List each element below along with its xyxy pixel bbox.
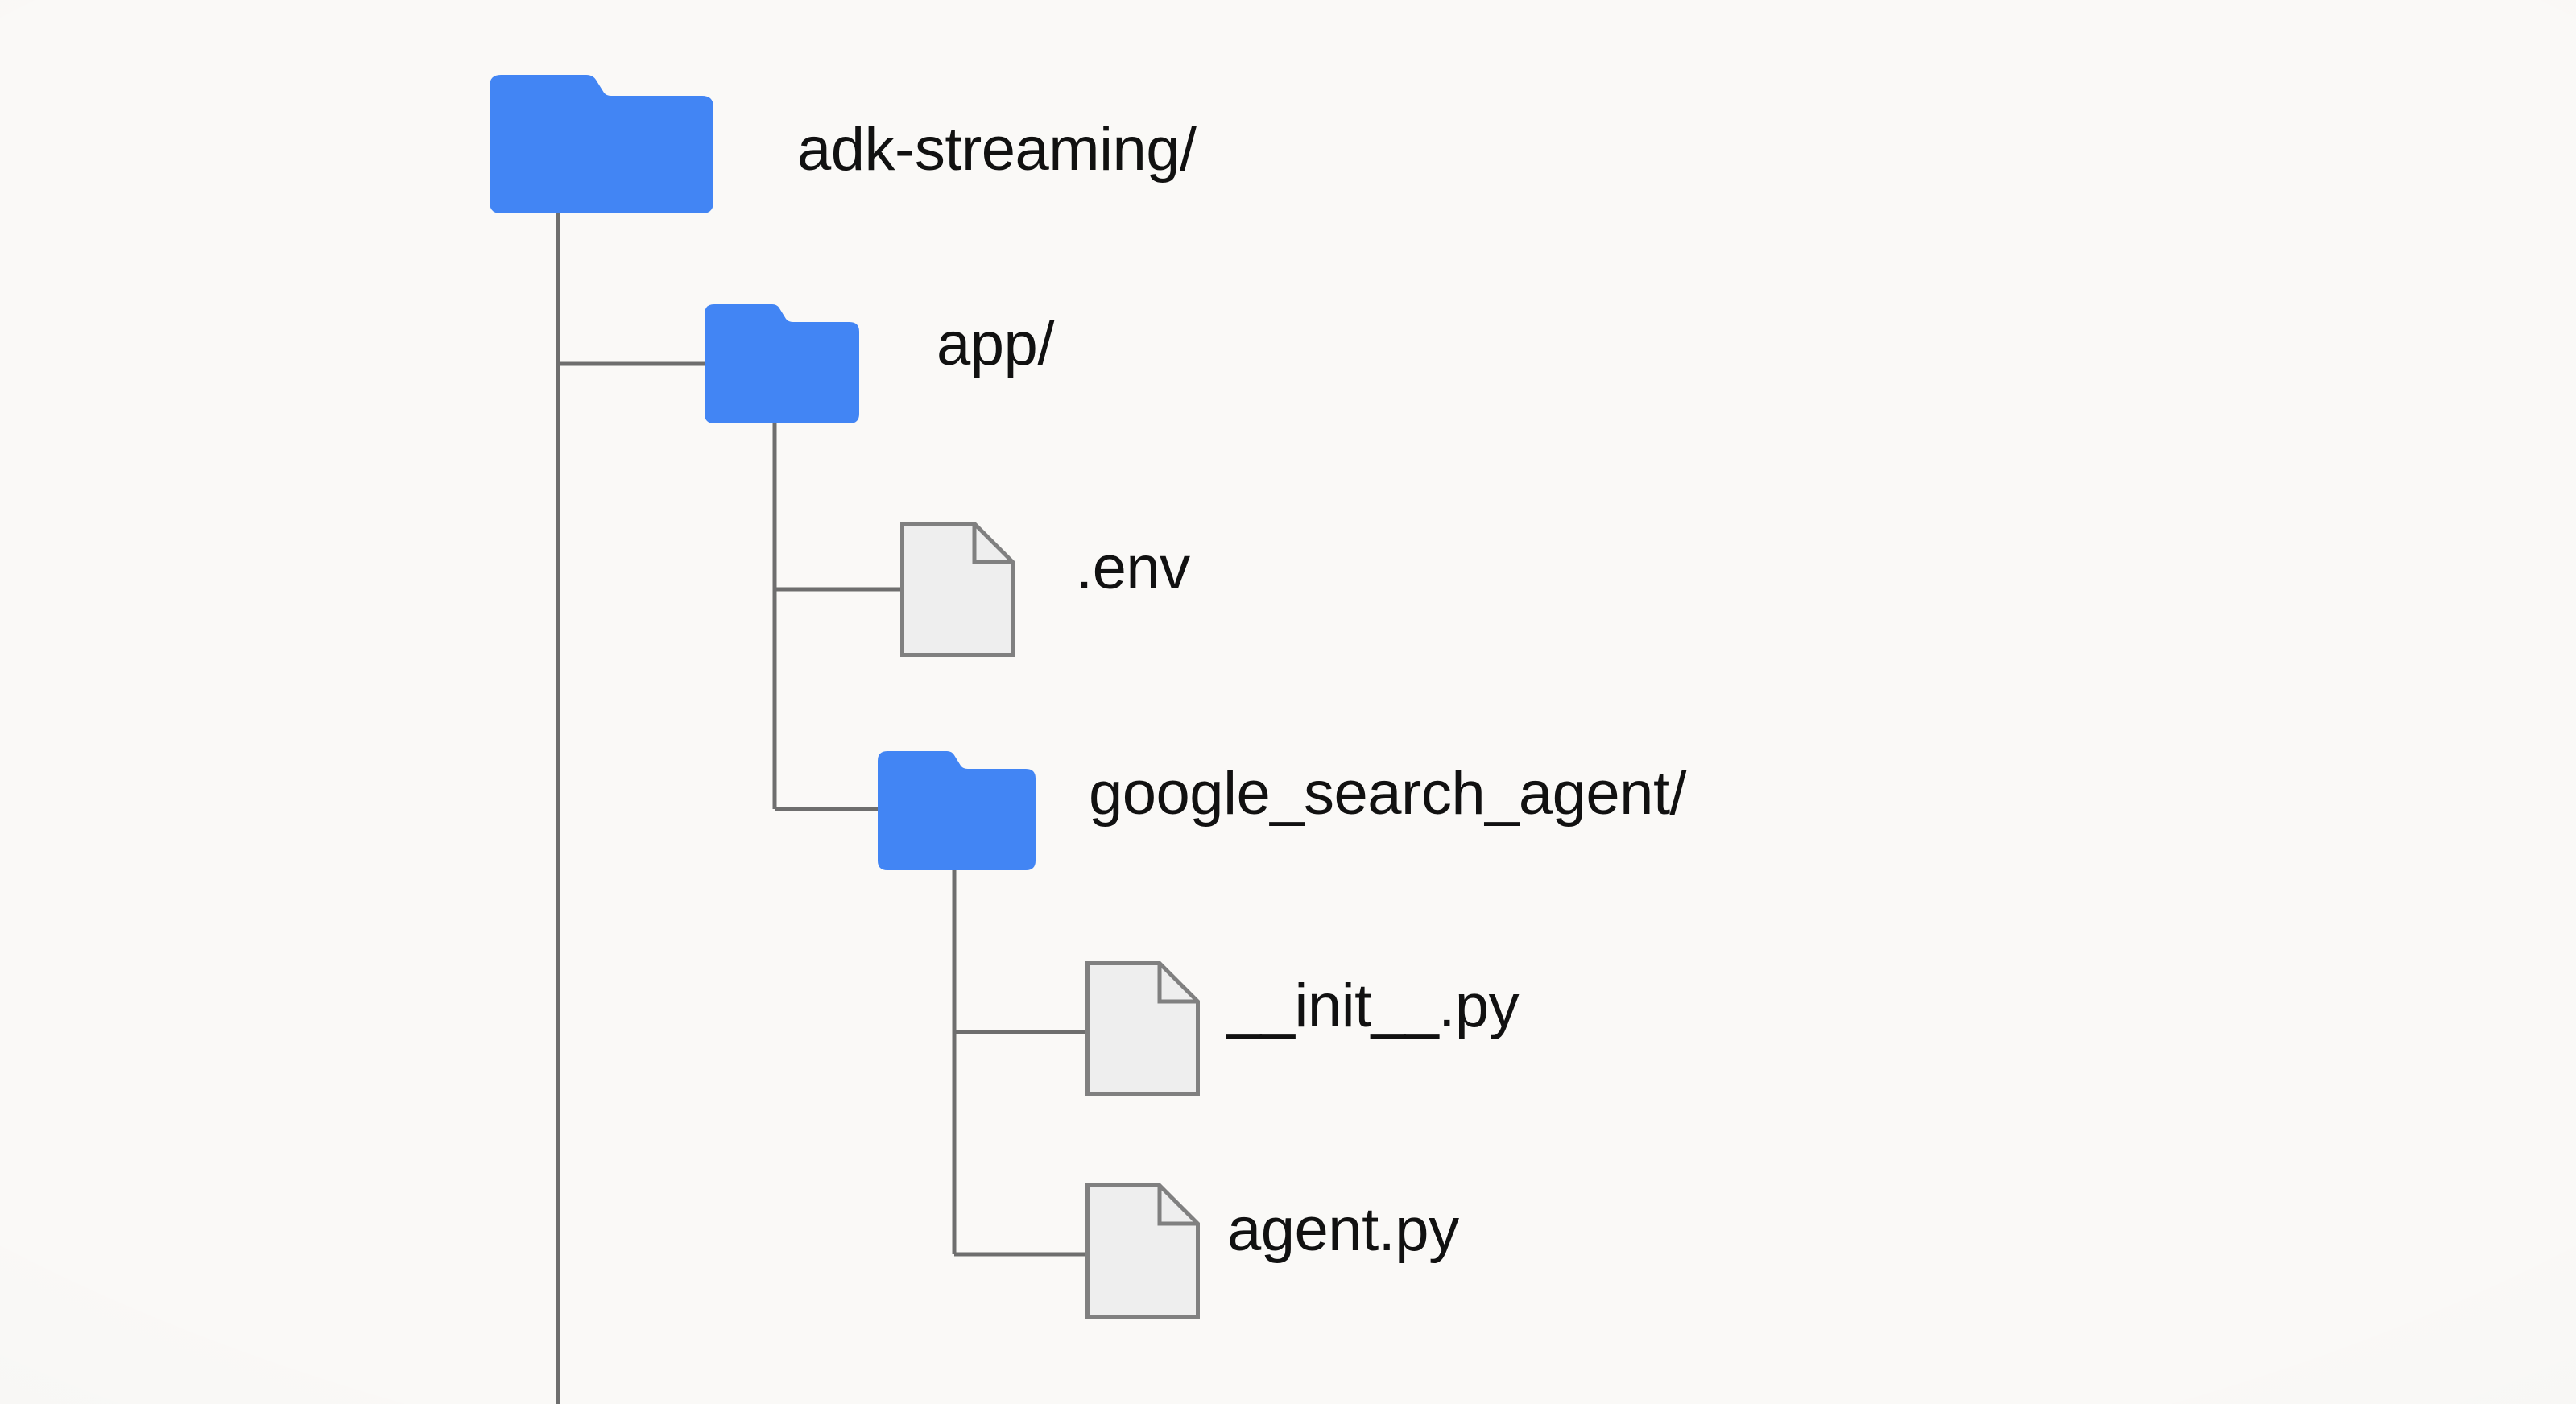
folder-icon bbox=[490, 75, 713, 213]
tree-label-google-search-agent: google_search_agent/ bbox=[1089, 759, 1687, 828]
tree-node-init-py[interactable] bbox=[1085, 961, 1200, 1096]
folder-icon bbox=[878, 751, 1036, 870]
file-icon bbox=[900, 522, 1015, 657]
tree-node-app[interactable] bbox=[705, 304, 859, 423]
tree-label-agent-py: agent.py bbox=[1227, 1195, 1459, 1264]
tree-node-google-search-agent[interactable] bbox=[878, 751, 1036, 870]
tree-node-adk-streaming[interactable] bbox=[490, 75, 713, 213]
tree-label-env: .env bbox=[1076, 534, 1190, 602]
file-icon bbox=[1085, 1183, 1200, 1319]
folder-icon bbox=[705, 304, 859, 423]
tree-node-env[interactable] bbox=[900, 522, 1015, 657]
tree-label-app: app/ bbox=[937, 310, 1054, 378]
tree-node-agent-py[interactable] bbox=[1085, 1183, 1200, 1319]
tree-label-init-py: __init__.py bbox=[1227, 972, 1520, 1040]
file-icon bbox=[1085, 961, 1200, 1096]
tree-label-adk-streaming: adk-streaming/ bbox=[797, 115, 1197, 184]
